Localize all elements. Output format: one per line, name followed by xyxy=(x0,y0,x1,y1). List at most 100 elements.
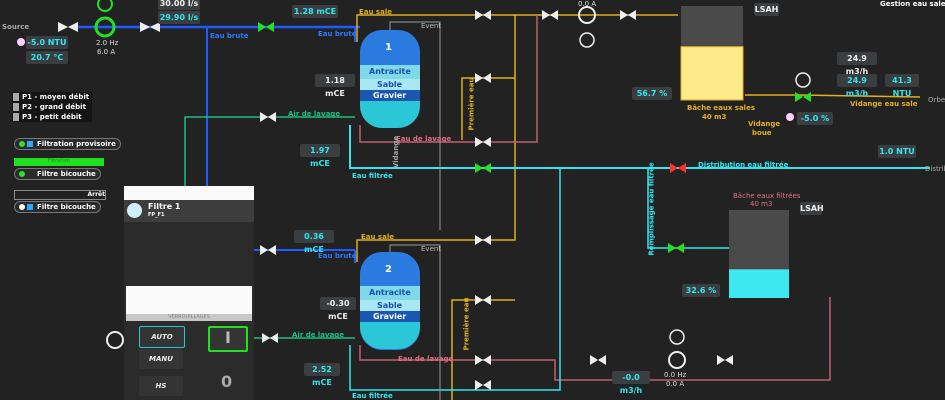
dirty-tank-name: Bâche eaux sales xyxy=(687,104,755,112)
drain-valve-position: -5.0 % xyxy=(797,112,833,125)
f1-number: 1 xyxy=(385,42,392,53)
pump-legend: P1 - moyen débit P2 - grand débit P3 - p… xyxy=(12,92,92,122)
legend-p1: P1 - moyen débit xyxy=(12,92,92,102)
popup-item[interactable]: Filtre 1 FP_F1 xyxy=(124,200,254,222)
filtered-tank-level-fill xyxy=(729,269,789,298)
source-label: Source xyxy=(2,23,30,31)
legend-p3: P3 - petit débit xyxy=(12,112,92,122)
manu-button[interactable]: MANU xyxy=(139,349,183,369)
raw-water-label-f1: Eau brute xyxy=(318,30,357,38)
drain-turbidity: 41.3 NTU xyxy=(885,74,919,98)
drain-flow-setpoint: 24.9 m3/h xyxy=(837,52,877,76)
dirty-tank-level-fill xyxy=(680,46,744,101)
source-temperature: 20.7 °C xyxy=(26,51,68,64)
label-orbe: Orbe xyxy=(928,96,945,104)
flow-measured: 29.90 l/s xyxy=(158,11,200,24)
popup-pump-icon xyxy=(106,331,124,349)
filter-1-vessel xyxy=(360,30,420,128)
popup-subtitle: FP_F1 xyxy=(148,212,165,218)
f2-layer-sable: Sable xyxy=(377,301,403,310)
raw-water-label: Eau brute xyxy=(210,32,249,40)
filter-bicouche-toggle[interactable]: Filtre bicouche xyxy=(14,168,101,180)
label-vidange-boue: Vidange xyxy=(748,120,781,128)
f2-pressure-top: 0.36 mCE xyxy=(294,230,334,254)
f1-pressure-bot: 1.97 mCE xyxy=(300,144,340,168)
distribution-valve-closed-icon xyxy=(670,163,686,173)
label-remplissage: Remplissage eau filtrée xyxy=(647,162,656,256)
label-event-2: Event xyxy=(421,245,442,253)
start-button[interactable]: I xyxy=(208,326,248,352)
raw-water-label-f2: Eau brute xyxy=(318,252,357,260)
f1-pressure-top: 1.28 mCE xyxy=(292,5,338,18)
filter-bicouche-status: Filtration xyxy=(14,158,104,166)
main-pump-freq: 2.0 Hz xyxy=(96,39,119,47)
dirty-pump-motor-icon xyxy=(579,32,595,48)
label-vidange-f1: Vidange xyxy=(392,135,401,169)
filtered-tank-level: 32.6 % xyxy=(682,284,720,297)
filter-popup: Filtre 1 FP_F1 VERROUILLAGES AUTO MANU H… xyxy=(124,186,254,400)
main-pump-motor-icon xyxy=(97,0,113,12)
refill-valve-green-icon xyxy=(668,243,684,253)
f2-pressure-mid: -0.30 mCE xyxy=(320,297,356,321)
main-pump-icon xyxy=(94,16,116,38)
raw-valve-green-icon xyxy=(258,22,274,32)
dirty-tank-volume: 40 m3 xyxy=(702,113,727,121)
label-air-lavage-1: Air de lavage xyxy=(288,110,341,118)
dirty-tank-alarm: LSAH xyxy=(754,3,779,16)
filter-bicouche-2-status: Arrêt xyxy=(14,190,106,200)
wash-pump-icon xyxy=(668,351,686,369)
label-boue: boue xyxy=(752,129,772,137)
label-premiere-eau-1: Première eau xyxy=(467,77,476,131)
legend-p2: P2 - grand débit xyxy=(12,102,92,112)
hs-button[interactable]: HS xyxy=(139,376,183,396)
tab-verrouillages[interactable]: VERROUILLAGES xyxy=(126,314,252,321)
f1-layer-antracite: Antracite xyxy=(369,67,411,76)
dirty-pump-icon xyxy=(578,6,596,24)
filtered-valve-green-icon xyxy=(475,163,491,173)
dirty-pump-current: 0.0 A xyxy=(578,0,597,8)
label-eau-sale-1: Eau sale xyxy=(359,8,392,16)
drain-flow: 24.9 m3/h xyxy=(837,74,877,98)
f1-pressure-mid: 1.18 mCE xyxy=(315,74,355,98)
label-eau-sale-2: Eau sale xyxy=(361,233,394,241)
filtered-tank-alarm: LSAH xyxy=(800,202,824,215)
f1-layer-gravier: Gravier xyxy=(373,91,407,100)
wash-pump-freq: 0.0 Hz xyxy=(664,371,687,379)
label-air-lavage-2: Air de lavage xyxy=(292,331,345,339)
auto-button[interactable]: AUTO xyxy=(139,326,185,348)
valve-pos-indicator-icon xyxy=(786,113,794,121)
dirty-tank-level: 56.7 % xyxy=(632,87,672,100)
f2-layer-gravier: Gravier xyxy=(373,312,407,321)
label-premiere-eau-2: Première eau xyxy=(462,297,471,351)
wash-pump-current: 0.0 A xyxy=(666,380,685,388)
wash-pump-motor-icon xyxy=(669,329,685,345)
label-distribution-out: Distribution xyxy=(925,165,945,173)
drain-valve-motor-icon xyxy=(795,72,811,88)
filtered-turbidity: 1.0 NTU xyxy=(878,145,916,158)
filtered-tank-volume: 40 m3 xyxy=(750,200,773,208)
popup-header xyxy=(124,186,254,200)
filter-2-vessel xyxy=(360,252,420,350)
wash-pump-flow: -0.0 m3/h xyxy=(612,371,650,395)
header-gestion-eau-sale[interactable]: Gestion eau sale xyxy=(880,0,945,8)
filter-bicouche-2-toggle[interactable]: Filtre bicouche xyxy=(14,201,101,213)
filter-status-icon xyxy=(127,203,142,218)
valve-icons xyxy=(58,10,733,390)
filtration-provisoire-toggle[interactable]: Filtration provisoire xyxy=(14,138,121,150)
drain-valve-green-icon xyxy=(795,92,811,102)
interlock-panel xyxy=(126,286,252,314)
f2-layer-antracite: Antracite xyxy=(369,288,411,297)
source-indicator-icon xyxy=(17,38,25,46)
main-pump-current: 6.0 A xyxy=(97,48,116,56)
flow-setpoint: 30.00 l/s xyxy=(158,0,200,10)
label-vidange-eau-sale: Vidange eau sale xyxy=(850,100,918,108)
popup-title: Filtre 1 xyxy=(148,202,181,211)
label-eau-filtree-2: Eau filtrée xyxy=(352,392,393,400)
stop-button[interactable]: 0 xyxy=(221,372,233,391)
label-eau-lavage-2: Eau de lavage xyxy=(398,355,454,363)
label-distribution: Distribution eau filtrée xyxy=(698,161,789,169)
f2-number: 2 xyxy=(385,264,392,275)
filtered-tank-name: Bâche eaux filtrées xyxy=(733,192,801,200)
label-eau-filtree-1: Eau filtrée xyxy=(352,172,393,180)
label-event-1: Event xyxy=(421,22,442,30)
